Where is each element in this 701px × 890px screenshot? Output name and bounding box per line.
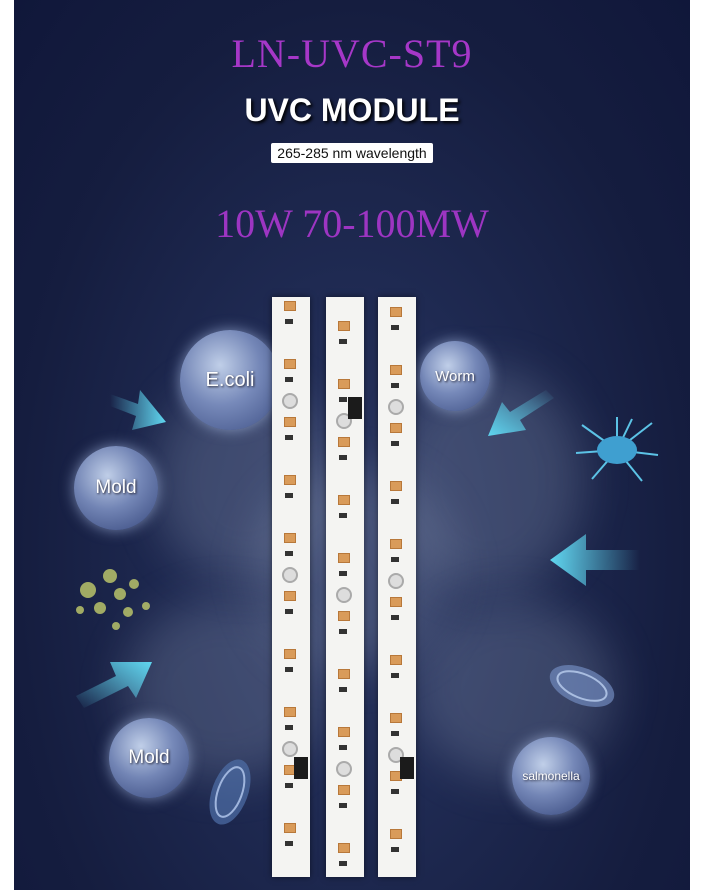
bubble-label: Worm (435, 367, 475, 385)
uvc-led (390, 539, 402, 549)
mount-hole (282, 567, 298, 583)
product-banner: LN-UVC-ST9 UVC MODULE 265-285 nm wavelen… (14, 0, 690, 890)
smd-component (285, 319, 293, 324)
uvc-led (284, 417, 296, 427)
uvc-led (390, 713, 402, 723)
uvc-led (284, 475, 296, 485)
smd-component (339, 397, 347, 402)
smd-component (339, 339, 347, 344)
uvc-led (338, 785, 350, 795)
arrow-left-icon (550, 534, 640, 586)
bubble-label: Mold (128, 747, 170, 768)
uvc-led (390, 655, 402, 665)
uvc-led-strip (272, 297, 310, 877)
driver-chip (294, 757, 308, 779)
bubble-label: salmonella (522, 769, 580, 783)
smd-component (285, 551, 293, 556)
uvc-led (390, 829, 402, 839)
smd-component (391, 731, 399, 736)
uvc-led (338, 611, 350, 621)
model-title: LN-UVC-ST9 (231, 31, 473, 76)
wavelength-wrap: 265-285 nm wavelength (14, 143, 690, 163)
uvc-led-strip (378, 297, 416, 877)
uvc-led (284, 591, 296, 601)
smd-component (339, 455, 347, 460)
bacteria-icon (209, 759, 251, 825)
smd-component (339, 861, 347, 866)
uvc-led (338, 727, 350, 737)
mount-hole (282, 741, 298, 757)
uvc-led (284, 301, 296, 311)
uvc-led (390, 423, 402, 433)
bubble-label: E.coli (205, 368, 255, 391)
smd-component (285, 493, 293, 498)
arrow-left-icon (488, 390, 554, 436)
smd-component (285, 841, 293, 846)
uvc-led (338, 553, 350, 563)
mount-hole (388, 573, 404, 589)
smd-component (391, 441, 399, 446)
smd-component (391, 383, 399, 388)
uvc-led (338, 843, 350, 853)
smd-component (339, 629, 347, 634)
smd-component (391, 789, 399, 794)
smd-component (391, 847, 399, 852)
arrow-right-icon (76, 662, 152, 708)
smd-component (339, 687, 347, 692)
uvc-led (338, 437, 350, 447)
uvc-led (390, 597, 402, 607)
smoke-haze (394, 370, 584, 590)
uvc-led (390, 481, 402, 491)
mount-hole (388, 399, 404, 415)
spore-cluster-icon (76, 569, 150, 630)
uvc-led (284, 707, 296, 717)
virus-icon (575, 417, 659, 482)
uvc-led (338, 495, 350, 505)
bubble-salmonella: salmonella (512, 737, 590, 815)
smd-component (391, 673, 399, 678)
smd-component (339, 745, 347, 750)
smd-component (339, 803, 347, 808)
uvc-led (338, 379, 350, 389)
smd-component (285, 435, 293, 440)
smd-component (285, 783, 293, 788)
mount-hole (336, 587, 352, 603)
smd-component (391, 325, 399, 330)
smd-component (285, 609, 293, 614)
uvc-led (284, 533, 296, 543)
smd-component (339, 513, 347, 518)
uvc-led (284, 359, 296, 369)
driver-chip (400, 757, 414, 779)
uvc-led (284, 649, 296, 659)
bubble-mold-bottom: Mold (109, 718, 189, 798)
bubble-worm: Worm (420, 341, 490, 411)
smd-component (285, 667, 293, 672)
smd-component (391, 615, 399, 620)
smd-component (391, 499, 399, 504)
smd-component (339, 571, 347, 576)
bubble-mold-top: Mold (74, 446, 158, 530)
bubble-label: Mold (95, 477, 137, 498)
uvc-led (338, 321, 350, 331)
module-title: UVC MODULE (244, 92, 460, 128)
arrow-right-icon (110, 390, 166, 430)
uvc-led (390, 307, 402, 317)
smd-component (391, 557, 399, 562)
smd-component (285, 725, 293, 730)
driver-chip (348, 397, 362, 419)
power-title: 10W 70-100MW (215, 201, 489, 246)
uvc-led (284, 823, 296, 833)
uvc-led (390, 365, 402, 375)
mount-hole (336, 761, 352, 777)
bubble-ecoli: E.coli (180, 330, 280, 430)
mount-hole (282, 393, 298, 409)
wavelength-badge: 265-285 nm wavelength (271, 143, 433, 163)
smd-component (285, 377, 293, 382)
bacteria-icon (549, 665, 615, 707)
uvc-led (338, 669, 350, 679)
uvc-led-strip (326, 297, 364, 877)
